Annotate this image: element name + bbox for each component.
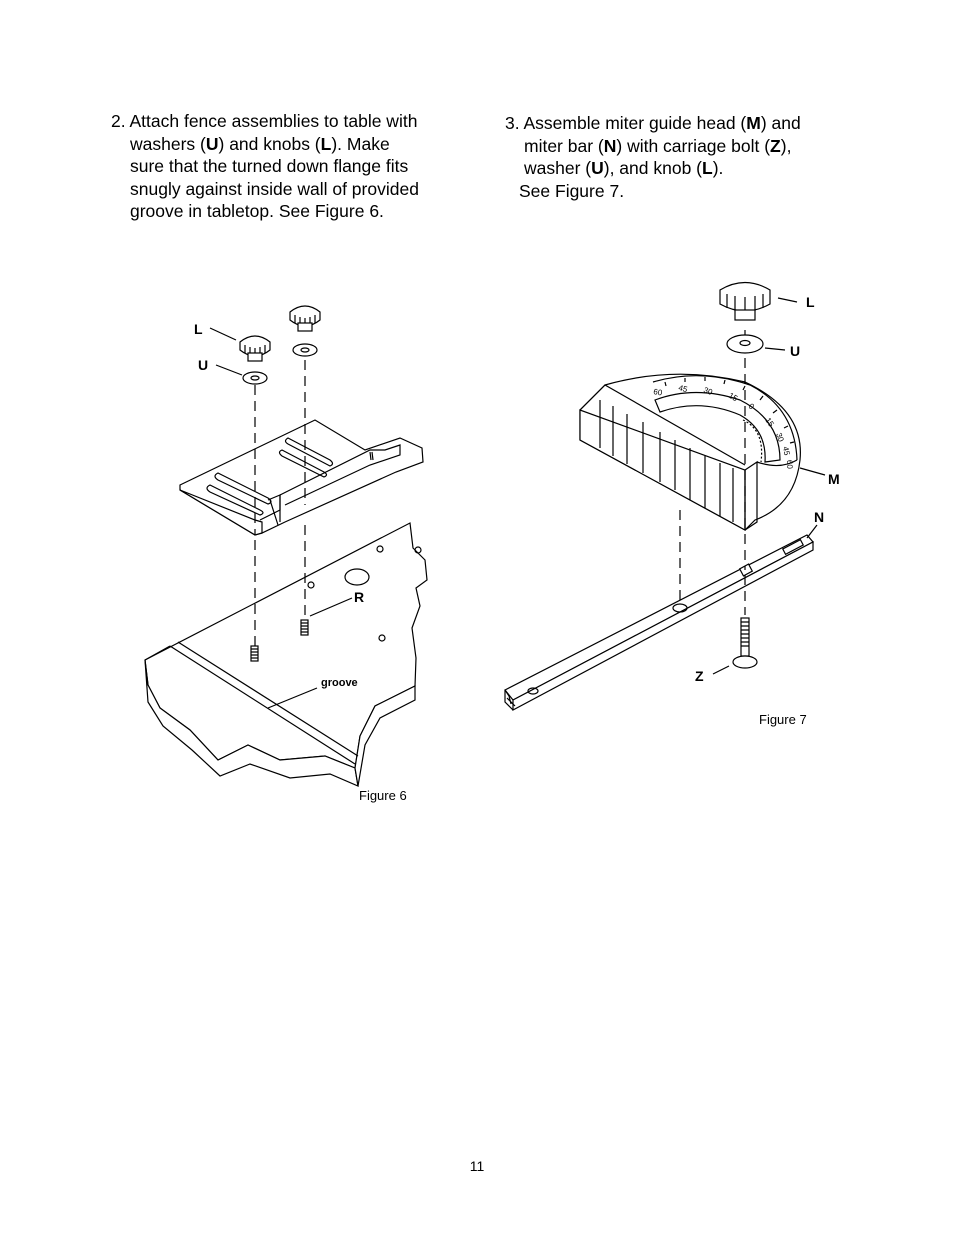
page-number: 11 — [469, 1158, 485, 1174]
figure-7-label-knob: L — [806, 294, 815, 310]
figure-7: 60 45 30 15 0 15 30 45 60 L U M N Z Figu… — [495, 270, 855, 740]
step-2-line-5: groove in tabletop. See Figure 6. — [130, 201, 384, 221]
figure-7-scale-mark: 60 — [785, 460, 794, 470]
figure-7-label-bar: N — [814, 509, 824, 525]
figure-6-label-washer: U — [198, 357, 208, 373]
figure-7-label-head: M — [828, 471, 840, 487]
figure-6-caption: Figure 6 — [359, 788, 407, 803]
figure-7-scale-mark: 45 — [781, 446, 792, 457]
figure-6-label-stud: R — [354, 589, 364, 605]
step-3-line-2: miter bar (N) with carriage bolt (Z), — [524, 135, 792, 156]
step-3-line-1: 3. Assemble miter guide head (M) and — [505, 113, 801, 133]
figure-7-illustration: 60 45 30 15 0 15 30 45 60 L U M N Z Figu… — [504, 281, 840, 727]
figure-6-label-knob: L — [194, 321, 203, 337]
step-2-instructions: 2. Attach fence assemblies to table with… — [111, 110, 419, 223]
step-3-instructions: 3. Assemble miter guide head (M) and mit… — [505, 112, 801, 202]
figure-7-label-bolt: Z — [695, 668, 704, 684]
figure-7-caption: Figure 7 — [759, 712, 807, 727]
figure-6: L U R groove Figure 6 — [130, 290, 450, 810]
figure-7-scale-mark: 30 — [702, 385, 714, 397]
figure-7-scale-mark: 60 — [653, 387, 664, 398]
step-3-line-3: washer (U), and knob (L). — [524, 158, 724, 178]
step-2-line-3: sure that the turned down flange fits — [130, 156, 409, 176]
figure-7-scale-mark: 30 — [774, 432, 786, 444]
figure-7-scale-mark: 45 — [677, 383, 688, 394]
step-2-line-4: snugly against inside wall of provided — [130, 178, 419, 199]
figure-7-label-washer: U — [790, 343, 800, 359]
figure-6-label-groove: groove — [321, 677, 358, 689]
step-3-line-4: See Figure 7. — [519, 180, 625, 201]
step-2-line-2: washers (U) and knobs (L). Make — [130, 133, 390, 154]
figure-7-scale-mark: 0 — [747, 402, 757, 412]
step-2-line-1: 2. Attach fence assemblies to table with — [111, 111, 418, 131]
figure-6-illustration: L U R groove Figure 6 — [144, 305, 428, 803]
